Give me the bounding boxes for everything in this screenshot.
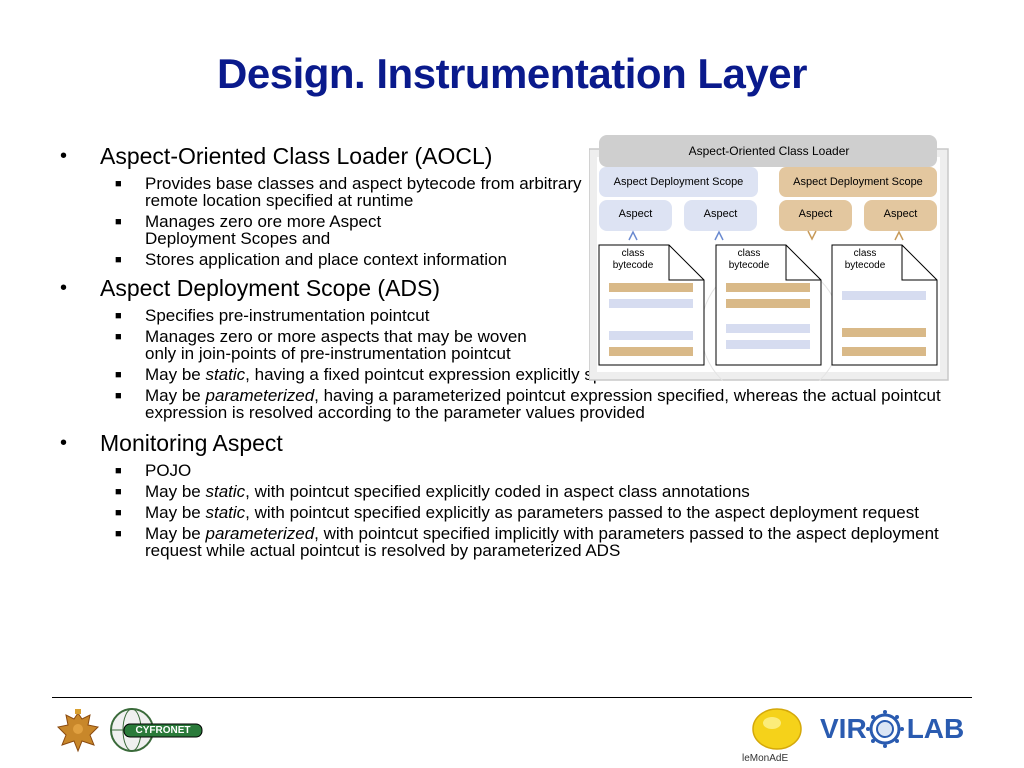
square-bullet-icon: ■ [115,507,122,519]
square-bullet-icon: ■ [115,369,122,381]
square-bullet-icon: ■ [115,216,122,228]
bullet-monitoring: •Monitoring Aspect [60,430,283,456]
sub-bullet: ■Manages zero or more aspects that may b… [115,327,527,363]
sub-bullet: ■Provides base classes and aspect byteco… [115,174,582,210]
diagram-graphics [589,135,949,381]
cyfronet-icon [110,708,203,752]
virus-icon [866,710,904,748]
bullet-dot-icon: • [60,432,68,454]
eagle-crest-logo [54,707,102,755]
square-bullet-icon: ■ [115,254,122,266]
lemonade-text: leMonAdE [742,753,789,764]
aspect-label: Aspect [883,208,918,220]
aspect-label: Aspect [618,208,653,220]
slide-title: Design. Instrumentation Layer [217,50,807,97]
scope-right-label: Aspect Deployment Scope [793,176,923,188]
sub-bullet: ■Stores application and place context in… [115,250,507,269]
diagram-header-label: Aspect-Oriented Class Loader [688,144,850,158]
sub-bullet: ■May be parameterized, having a paramete… [115,386,941,422]
bullet-aocl: •Aspect-Oriented Class Loader (AOCL) [60,143,493,169]
sub-bullet: ■Specifies pre-instrumentation pointcut [115,306,430,325]
slide-content: •Aspect-Oriented Class Loader (AOCL) ■Pr… [56,142,976,562]
square-bullet-icon: ■ [115,331,122,343]
square-bullet-icon: ■ [115,528,122,540]
cyfronet-logo: CYFRONET [108,707,204,753]
scope-left-label: Aspect Deployment Scope [613,176,744,188]
cyfronet-text: CYFRONET [135,725,191,736]
virolab-virus-logo [866,710,904,748]
square-bullet-icon: ■ [115,178,122,190]
sub-bullet: ■POJO [115,461,192,480]
bullet-dot-icon: • [60,277,68,299]
aocl-diagram: Aspect-Oriented Class Loader Aspect Depl… [589,135,949,381]
lemonade-logo [750,705,804,753]
sub-bullet: ■May be static, with pointcut specified … [115,482,750,501]
lemon-icon [752,708,802,750]
eagle-crest-icon [56,709,100,753]
square-bullet-icon: ■ [115,310,122,322]
sub-bullet: ■Manages zero ore more Aspect Deployment… [115,212,382,248]
square-bullet-icon: ■ [115,465,122,477]
aspect-label: Aspect [798,208,833,220]
bullet-ads: •Aspect Deployment Scope (ADS) [60,275,441,301]
footer-divider [52,697,972,698]
square-bullet-icon: ■ [115,390,122,402]
sub-bullet: ■May be static, with pointcut specified … [115,503,919,522]
sub-bullet: ■May be static, having a fixed pointcut … [115,365,652,384]
square-bullet-icon: ■ [115,486,122,498]
sub-bullet: ■May be parameterized, with pointcut spe… [115,524,939,560]
aspect-label: Aspect [703,208,738,220]
bullet-dot-icon: • [60,145,68,167]
